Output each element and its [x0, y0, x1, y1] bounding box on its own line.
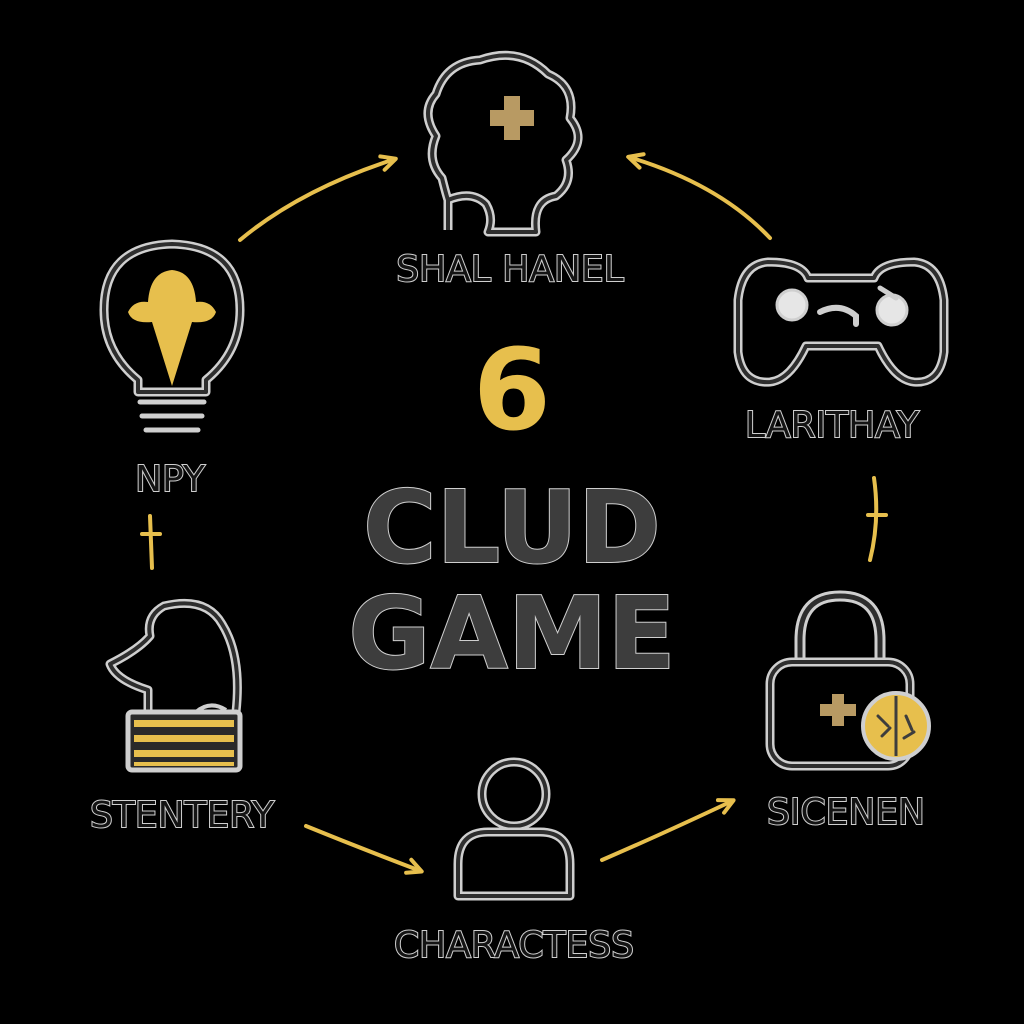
center-title-line-2: GAME: [347, 575, 676, 692]
center-title-line-1: CLUD: [362, 469, 662, 586]
arrow-npy-to-stentery: [140, 514, 162, 570]
label-shal-hanel: SHAL HANEL: [395, 249, 624, 290]
person-icon: [453, 757, 575, 901]
label-stentery: STENTERY: [89, 795, 275, 836]
arrow-larithay-to-shal-hanel: [624, 148, 772, 240]
label-charactess: CHARACTESS: [393, 925, 635, 966]
arrow-characters-to-sicenen: [600, 794, 737, 862]
label-npy: NPY: [134, 459, 206, 500]
label-larithay: LARITHAY: [744, 405, 920, 446]
chess-knight-icon: [105, 598, 243, 773]
head-plus-icon: [423, 50, 583, 237]
lightbulb-icon: [99, 239, 245, 433]
gamepad-icon: [733, 257, 949, 387]
arrow-stentery-to-characters: [304, 824, 427, 880]
arrow-larithay-to-sicenen: [866, 476, 888, 562]
padlock-coin-icon: [765, 590, 931, 771]
arrow-npy-to-shal-hanel: [238, 150, 400, 242]
label-sicenen: SICENEN: [766, 792, 926, 833]
center-number: 6: [473, 326, 551, 456]
